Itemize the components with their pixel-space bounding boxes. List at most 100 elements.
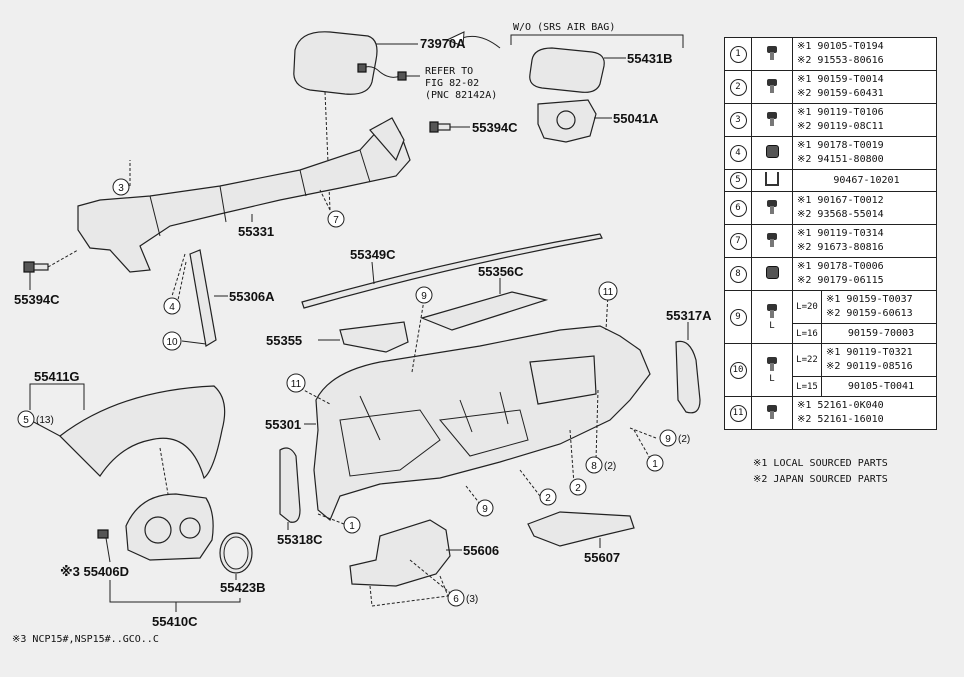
callout-9-top: 9	[415, 286, 433, 304]
svg-text:9: 9	[482, 504, 488, 515]
length-symbol: L	[769, 373, 775, 384]
fastener-row-3: 3 ※1 90119-T0106※2 90119-08C11	[724, 103, 937, 137]
part-number-line: ※2 90119-08C11	[797, 121, 884, 132]
part-number-55411G: 55411G	[34, 369, 80, 384]
flange-bolt-icon	[766, 303, 778, 318]
part-55394C-top[interactable]: 55394C	[429, 120, 518, 135]
bolt-icon	[766, 111, 778, 126]
part-55355[interactable]: 55355	[266, 321, 409, 353]
part-55331[interactable]: 55331	[77, 117, 411, 273]
length-label: L=20	[792, 290, 822, 324]
without-srs-label: W/O (SRS AIR BAG)	[513, 22, 615, 33]
part-number-55301: 55301	[265, 417, 301, 432]
fastener-row-10a: 10 L L=22 ※1 90119-T0321※2 90119-08516	[724, 343, 937, 397]
svg-text:1: 1	[349, 521, 355, 532]
part-number-line: 90467-10201	[833, 174, 900, 186]
svg-text:8: 8	[591, 461, 597, 472]
part-number-55431B: 55431B	[627, 51, 673, 66]
svg-text:1: 1	[652, 459, 658, 470]
airbag-connector	[357, 63, 420, 81]
fastener-row-4: 4 ※1 90178-T0019 ※2 94151-80800	[724, 136, 937, 170]
part-number-55355: 55355	[266, 333, 302, 348]
part-number-55394C-top: 55394C	[472, 120, 518, 135]
part-number-line: ※2 52161-16010	[797, 414, 884, 425]
callout-8: 8 (2)	[585, 456, 616, 474]
fastener-index: 4	[729, 144, 747, 162]
part-55606[interactable]: 55606	[349, 519, 499, 607]
part-number-line: ※2 91673-80816	[797, 242, 884, 253]
svg-text:5: 5	[23, 415, 29, 426]
svg-text:3: 3	[118, 183, 124, 194]
part-number-line: ※1 90119-T0106	[797, 107, 884, 118]
part-73970A[interactable]: 73970A	[293, 31, 466, 211]
length-label: L=15	[792, 376, 822, 397]
part-55423B[interactable]: 55423B	[219, 532, 266, 595]
callout-1-lower: 1	[343, 516, 361, 534]
part-55306A[interactable]: 55306A	[171, 249, 275, 347]
refer-note: REFER TO FIG 82-02 (PNC 82142A)	[425, 66, 497, 101]
part-number-line: 90105-T0041	[847, 380, 915, 392]
part-number-55306A: 55306A	[229, 289, 275, 304]
length-label: L=22	[792, 343, 822, 377]
fastener-index: 7	[729, 232, 747, 250]
svg-text:6: 6	[453, 594, 459, 605]
part-number-55349C: 55349C	[350, 247, 396, 262]
part-55607[interactable]: 55607	[527, 511, 635, 565]
part-number-line: ※2 91553-80616	[797, 55, 884, 66]
part-55410C[interactable]: 55410C	[109, 447, 241, 629]
part-number-line: ※2 90179-06115	[797, 275, 884, 286]
callout-6: 6 (3)	[447, 589, 478, 607]
fastener-row-7: 7 ※1 90119-T0314 ※2 91673-80816	[724, 224, 937, 258]
legend-local: ※1 LOCAL SOURCED PARTS	[753, 458, 888, 469]
svg-text:9: 9	[421, 291, 427, 302]
nut-icon	[765, 145, 779, 158]
part-number-55423B: 55423B	[220, 580, 266, 595]
part-number-55356C: 55356C	[478, 264, 524, 279]
part-number-line: ※2 90119-08516	[826, 361, 913, 372]
part-55356C[interactable]: 55356C	[420, 264, 549, 331]
part-number-line: ※1 90105-T0194	[797, 41, 884, 52]
part-number-73970A: 73970A	[420, 36, 466, 51]
svg-text:4: 4	[169, 302, 175, 313]
part-55431B[interactable]: 55431B	[529, 47, 673, 93]
part-55411G[interactable]: 55411G	[29, 369, 226, 480]
callout-9-lower: 9	[476, 499, 494, 517]
part-number-55041A: 55041A	[613, 111, 659, 126]
callout-2-lower: 2	[539, 488, 557, 506]
part-55041A[interactable]: 55041A	[537, 99, 659, 143]
fastener-row-1: 1 ※1 90105-T0194※2 91553-80616	[724, 37, 937, 71]
legend-japan: ※2 JAPAN SOURCED PARTS	[753, 474, 888, 485]
part-number-line: ※1 90178-T0019	[797, 140, 884, 151]
part-number-55606: 55606	[463, 543, 499, 558]
part-number-line: ※2 90159-60613	[826, 308, 913, 319]
svg-text:(3): (3)	[466, 594, 478, 605]
part-number-line: ※1 90167-T0012	[797, 195, 884, 206]
part-number-line: ※1 90119-T0314	[797, 228, 884, 239]
length-symbol: L	[769, 320, 775, 331]
part-number-55410C: 55410C	[152, 614, 198, 629]
flange-bolt-icon	[766, 356, 778, 371]
fastener-index: 2	[729, 78, 747, 96]
svg-text:9: 9	[665, 434, 671, 445]
part-55406D[interactable]: ※3 55406D	[60, 529, 129, 579]
svg-text:2: 2	[545, 493, 551, 504]
part-number-line: ※1 90178-T0006	[797, 261, 884, 272]
bolt-icon	[766, 199, 778, 214]
part-number-55318C: 55318C	[277, 532, 323, 547]
bolt-icon	[766, 45, 778, 60]
fastener-row-5: 5 90467-10201	[724, 169, 937, 192]
part-55318C[interactable]: 55318C	[277, 447, 323, 547]
part-number-line: ※1 90119-T0321	[826, 347, 913, 358]
part-number-line: 90159-70003	[847, 327, 915, 339]
part-55317A[interactable]: 55317A	[666, 308, 712, 414]
part-number-55331: 55331	[238, 224, 274, 239]
callout-5: 5 (13)	[17, 410, 54, 428]
fastener-table: 1 ※1 90105-T0194※2 91553-80616 2 ※1 9015…	[724, 37, 937, 430]
length-label: L=16	[792, 323, 822, 344]
part-55349C[interactable]: 55349C	[301, 233, 603, 309]
part-55301[interactable]: 55301	[265, 325, 651, 521]
part-number-line: ※2 94151-80800	[797, 154, 884, 165]
part-55394C-left[interactable]: 55394C	[14, 249, 79, 307]
